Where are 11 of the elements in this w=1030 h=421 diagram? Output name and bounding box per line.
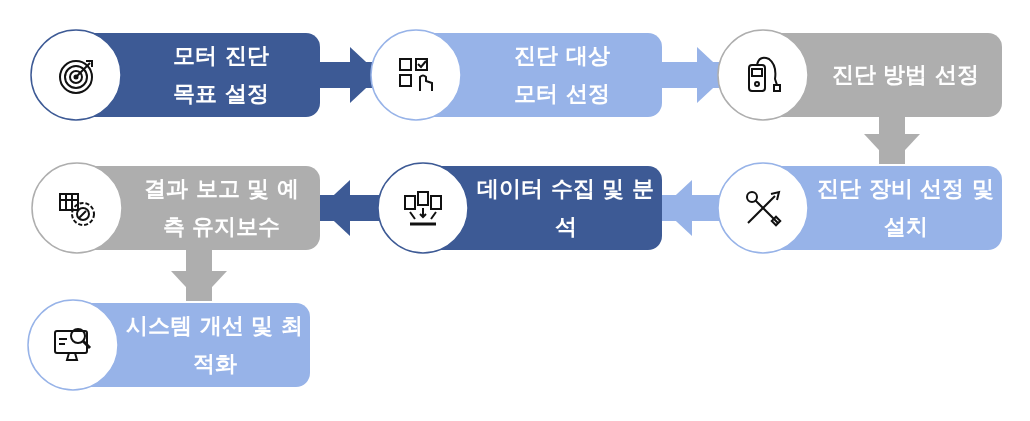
block-arrow	[320, 180, 379, 236]
block-arrow	[864, 117, 920, 164]
step-label: 진단 대상 모터 선정	[513, 42, 611, 108]
step-label: 진단 장비 선정 및 설치	[816, 175, 995, 241]
step-label: 모터 진단 목표 설정	[172, 42, 270, 108]
step-label: 결과 보고 및 예측 유지보수	[143, 175, 300, 241]
block-arrow	[662, 180, 719, 236]
step-label: 시스템 개선 및 최적화	[125, 312, 304, 378]
step-label: 진단 방법 선정	[831, 61, 980, 89]
step-label: 데이터 수집 및 분석	[476, 175, 655, 241]
block-arrow	[171, 250, 227, 301]
